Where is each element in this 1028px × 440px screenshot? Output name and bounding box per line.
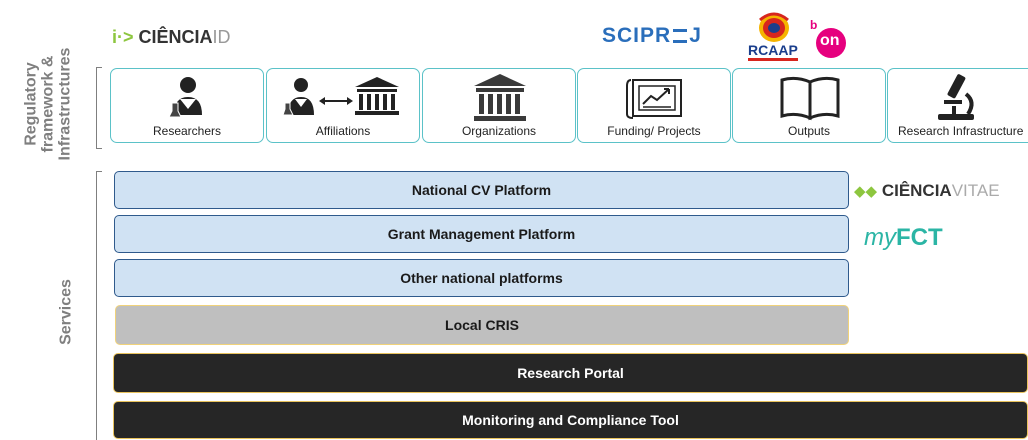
service-national-cv-platform: National CV Platform: [114, 171, 849, 209]
ciencia-vitae-logo: ◆◆ CIÊNCIAVITAE: [854, 181, 1000, 201]
microscope-icon: [938, 74, 974, 120]
regulatory-framework-label: Regulatory framework & Infrastructures: [23, 48, 74, 161]
affiliation-icon: [283, 77, 399, 116]
service-label: Monitoring and Compliance Tool: [462, 412, 679, 428]
service-label: Grant Management Platform: [387, 226, 576, 242]
card-researchers: Researchers: [110, 68, 264, 143]
institution-icon: [474, 74, 526, 121]
myfct-my: my: [864, 224, 896, 251]
sciproj-logo: SCIPR J: [602, 24, 702, 48]
rcaap-swirl-icon: [759, 12, 789, 42]
service-local-cris: Local CRIS: [115, 305, 849, 345]
rcaap-logo: RCAAP: [748, 10, 800, 62]
ciencia-vitae-arrows-icon: ◆◆: [854, 183, 878, 200]
sciproj-tail: J: [689, 24, 702, 47]
card-label: Funding/ Projects: [607, 124, 701, 138]
sciproj-e-glyph: [673, 29, 688, 43]
service-other-national-platforms: Other national platforms: [114, 259, 849, 297]
service-label: National CV Platform: [411, 182, 552, 198]
sciproj-text: SCIPR: [602, 24, 672, 47]
card-label: Affiliations: [315, 124, 371, 138]
researcher-icon: [168, 77, 202, 118]
card-label: Researchers: [152, 124, 222, 138]
ciencia-id-logo: i·> CIÊNCIAID: [112, 27, 231, 48]
regulatory-bracket: [96, 67, 102, 149]
service-monitoring-compliance-tool: Monitoring and Compliance Tool: [113, 401, 1028, 439]
bon-circle: [816, 28, 846, 58]
regulatory-label-line2: framework &: [39, 55, 57, 153]
bon-b: b: [810, 18, 818, 32]
card-research-infrastructure: Research Infrastructure: [887, 68, 1028, 143]
regulatory-label-line3: Infrastructures: [56, 47, 74, 161]
bon-on: on: [820, 32, 840, 49]
bon-logo: b on: [808, 18, 848, 58]
regulatory-label-line1: Regulatory: [22, 62, 40, 146]
chart-icon: [626, 79, 682, 119]
services-bracket: [96, 171, 102, 440]
service-label: Research Portal: [517, 365, 624, 381]
services-label: Services: [58, 279, 75, 345]
card-funding-projects: Funding/ Projects: [577, 68, 731, 143]
service-label: Other national platforms: [400, 270, 563, 286]
rcaap-text: RCAAP: [748, 43, 798, 61]
service-label: Local CRIS: [445, 317, 519, 333]
card-label: Research Infrastructure: [898, 124, 1024, 138]
ciencia-id-main: CIÊNCIA: [138, 27, 213, 47]
ciencia-id-arrow: i·>: [112, 27, 134, 47]
card-label: Outputs: [787, 124, 831, 138]
myfct-fct: FCT: [896, 224, 943, 251]
ciencia-vitae-suffix: VITAE: [951, 181, 1000, 200]
ciencia-vitae-main: CIÊNCIA: [881, 181, 952, 200]
service-grant-management-platform: Grant Management Platform: [114, 215, 849, 253]
book-icon: [780, 76, 840, 121]
ciencia-id-suffix: ID: [212, 27, 231, 47]
services-label-text: Services: [57, 279, 75, 345]
card-affiliations: Affiliations: [266, 68, 420, 143]
service-research-portal: Research Portal: [113, 353, 1028, 393]
card-label: Organizations: [461, 124, 537, 138]
card-outputs: Outputs: [732, 68, 886, 143]
card-organizations: Organizations: [422, 68, 576, 143]
myfct-logo: myFCT: [864, 224, 943, 252]
